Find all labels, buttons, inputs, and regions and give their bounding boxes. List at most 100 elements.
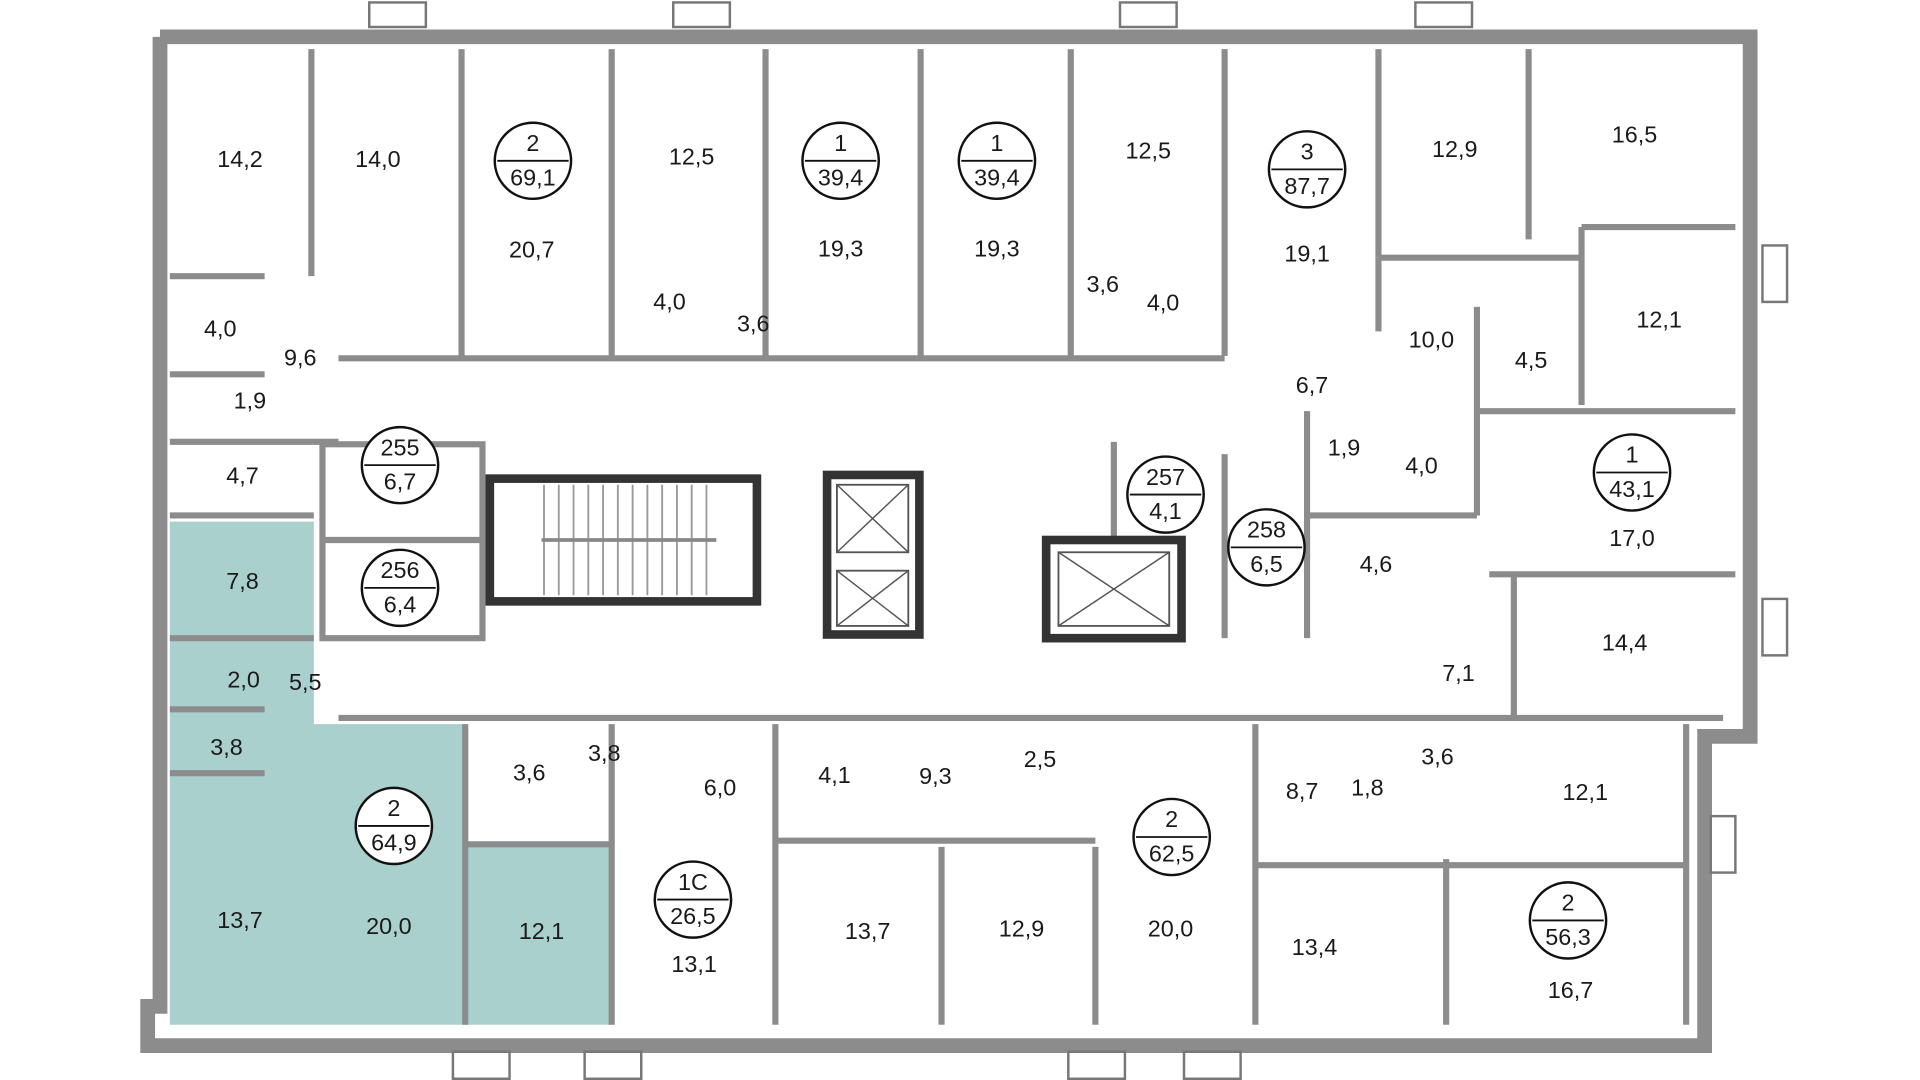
room-area: 2,0 [227, 666, 260, 692]
window [1067, 1050, 1127, 1080]
apartment-badge[interactable]: 256,3 [1528, 881, 1608, 960]
badge-area: 43,1 [1609, 476, 1655, 502]
badge-top: 255 [380, 434, 419, 460]
room-area: 3,6 [513, 760, 545, 786]
room-area: 4,0 [1405, 453, 1438, 479]
room-area: 12,5 [669, 144, 715, 170]
apartment-badge[interactable]: 139,4 [801, 121, 880, 201]
room-area: 3,6 [1087, 271, 1119, 297]
room-area: 13,1 [671, 951, 717, 977]
room-area: 17,0 [1609, 525, 1655, 551]
elevator-shaft [1041, 535, 1186, 643]
window [1761, 597, 1789, 657]
room-area: 2,5 [1024, 746, 1056, 772]
room-area: 14,4 [1602, 630, 1648, 656]
room-area: 1,9 [234, 388, 266, 414]
window [1761, 244, 1789, 304]
outer-wall [140, 29, 1758, 1053]
room-area: 4,1 [818, 762, 850, 788]
room-area: 3,8 [210, 734, 242, 760]
room-area: 13,4 [1292, 934, 1338, 960]
room-area: 12,1 [1562, 779, 1608, 805]
elevator-shaft [822, 470, 924, 639]
badge-top: 257 [1146, 464, 1185, 490]
elevator-cab [1057, 551, 1171, 627]
room-area: 5,5 [289, 669, 321, 695]
room-area: 12,1 [519, 918, 565, 944]
badge-top: 1С [678, 869, 708, 895]
apartment-badge[interactable]: 269,1 [493, 121, 573, 201]
room-area: 7,1 [1442, 660, 1474, 686]
apartment-badge[interactable]: 139,4 [957, 121, 1037, 201]
badge-top: 1 [834, 130, 847, 156]
badge-area: 6,7 [384, 469, 416, 495]
badge-area: 87,7 [1284, 173, 1330, 199]
badge-area: 6,4 [384, 591, 417, 617]
elevator-cab [836, 483, 910, 554]
room-area: 8,7 [1286, 778, 1318, 804]
apartment-badge[interactable]: 387,7 [1267, 130, 1347, 209]
room-area: 20,0 [1148, 915, 1194, 941]
window [672, 1, 732, 29]
apartment-badge[interactable]: 1С 26,5 [653, 860, 733, 939]
badge-area: 56,3 [1545, 924, 1591, 950]
badge-top: 1 [990, 130, 1003, 156]
room-area: 4,0 [204, 315, 237, 341]
badge-area: 26,5 [670, 903, 716, 929]
badge-top: 1 [1625, 442, 1638, 468]
room-area: 6,7 [1296, 372, 1328, 398]
room-area: 6,0 [704, 774, 737, 800]
room-area: 20,7 [509, 237, 555, 263]
room-area: 16,5 [1612, 121, 1658, 147]
window [1709, 814, 1737, 874]
room-area: 1,9 [1328, 434, 1360, 460]
room-area: 13,7 [217, 907, 263, 933]
highlighted-apartment[interactable] [169, 521, 612, 1025]
labels: 269,1139,4139,4387,7143,1264,91С26,5262,… [204, 121, 1682, 1002]
room-area: 4,5 [1515, 347, 1547, 373]
room-area: 20,0 [366, 913, 412, 939]
window [1414, 1, 1474, 29]
room-area: 16,7 [1548, 977, 1594, 1003]
badge-area: 39,4 [974, 164, 1020, 190]
badge-top: 2 [1165, 806, 1178, 832]
room-area: 19,1 [1284, 240, 1330, 266]
window [368, 1, 428, 29]
staircase [485, 474, 762, 606]
badge-area: 62,5 [1149, 841, 1195, 867]
room-area: 19,3 [974, 236, 1020, 262]
stair-elevator-core [485, 470, 1186, 643]
window [583, 1050, 643, 1080]
badge-top: 2 [1561, 890, 1574, 916]
room-area: 4,0 [653, 288, 686, 314]
apartment-badge[interactable]: 262,5 [1132, 797, 1212, 877]
elevator-cross [836, 570, 909, 627]
badge-area: 4,1 [1149, 498, 1181, 524]
elevator-cross [1058, 551, 1170, 627]
elevator-cab [836, 569, 910, 627]
badge-area: 6,5 [1250, 551, 1282, 577]
badge-top: 258 [1247, 517, 1286, 543]
room-area: 4,6 [1360, 551, 1392, 577]
window [1118, 1, 1178, 29]
room-area: 3,8 [588, 740, 620, 766]
badge-area: 69,1 [510, 164, 556, 190]
room-area: 1,8 [1351, 774, 1383, 800]
badge-area: 39,4 [818, 164, 864, 190]
room-area: 12,9 [999, 915, 1045, 941]
apartment-badge[interactable]: 264,9 [354, 786, 434, 866]
room-area: 9,3 [919, 763, 951, 789]
walls [140, 29, 1758, 1053]
apartment-badge[interactable]: 143,1 [1592, 433, 1672, 512]
windows [368, 1, 1789, 1080]
badge-top: 2 [526, 130, 539, 156]
badge-top: 256 [380, 557, 419, 583]
room-area: 12,1 [1636, 307, 1682, 333]
room-area: 4,7 [226, 463, 258, 489]
room-area: 12,5 [1126, 137, 1172, 163]
